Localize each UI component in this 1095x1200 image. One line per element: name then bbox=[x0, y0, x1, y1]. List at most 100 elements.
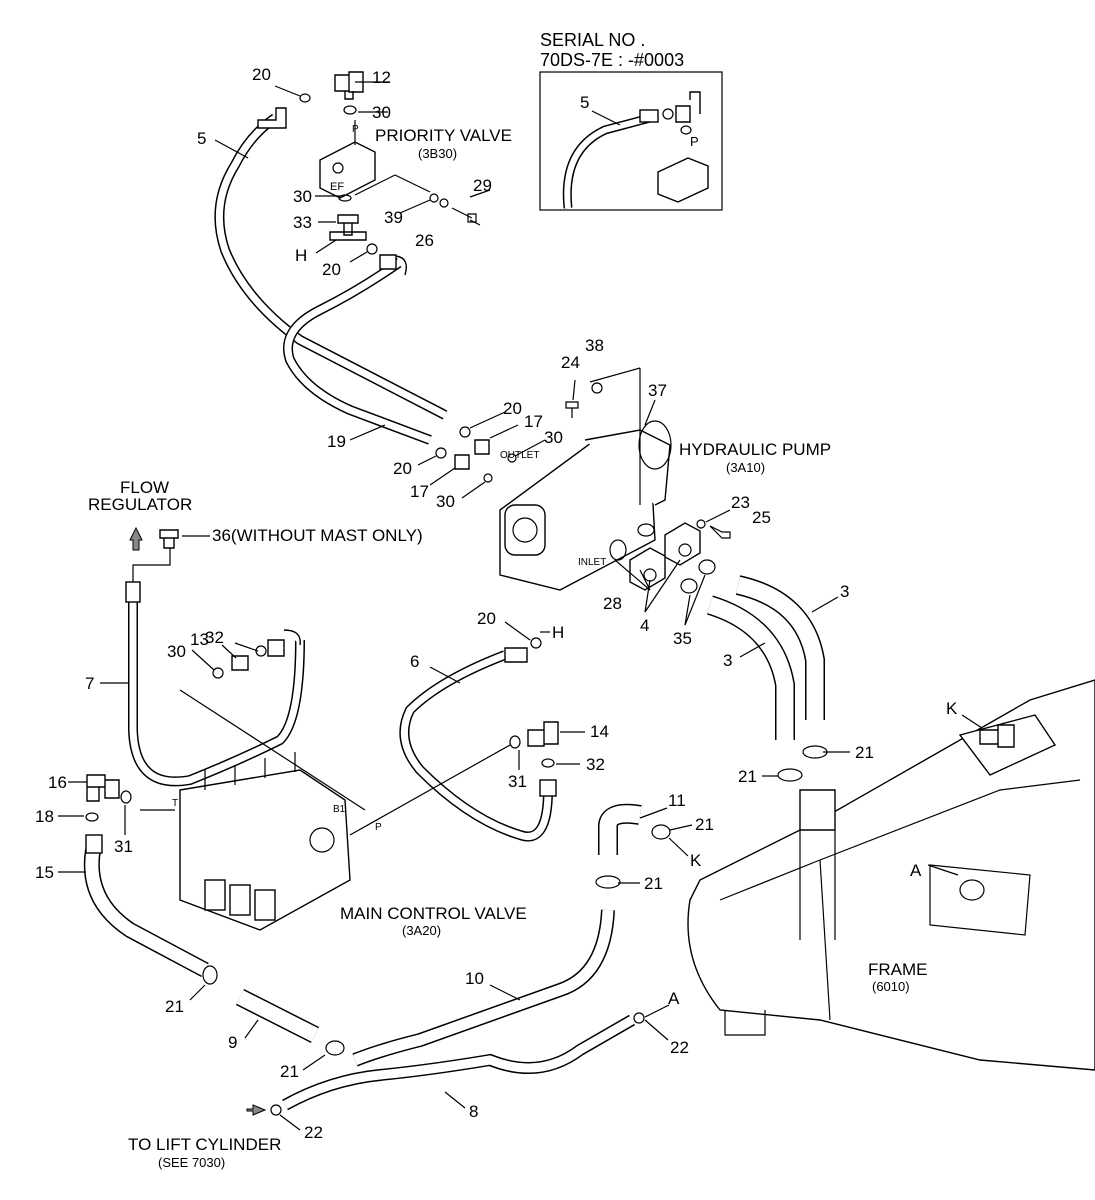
mcv-fittings bbox=[85, 629, 559, 854]
leader-h bbox=[315, 239, 337, 254]
label-22b: 22 bbox=[304, 1123, 323, 1142]
label-24: 24 bbox=[561, 353, 580, 372]
caption-port-p-top: P bbox=[352, 124, 359, 135]
leader-29 bbox=[469, 189, 491, 198]
oring-20-c bbox=[459, 426, 471, 438]
caption-priority-valve-ref: (3B30) bbox=[418, 146, 457, 161]
elbow-12 bbox=[334, 71, 364, 100]
leader-4a bbox=[644, 579, 651, 613]
leader-21e bbox=[189, 984, 206, 1001]
hose-7 bbox=[129, 590, 304, 785]
leader-20d bbox=[417, 455, 437, 466]
inset-title-line1: SERIAL NO . bbox=[540, 30, 645, 50]
caption-to-lift-cylinder-ref: (SEE 7030) bbox=[158, 1155, 225, 1170]
label-21e: 21 bbox=[165, 997, 184, 1016]
caption-port-p-mcv: P bbox=[375, 822, 382, 833]
hose-6 bbox=[400, 651, 552, 840]
label-7: 7 bbox=[85, 674, 94, 693]
hose-6-fitting bbox=[539, 779, 557, 797]
label-8: 8 bbox=[469, 1102, 478, 1121]
bolt-25 bbox=[709, 525, 731, 539]
label-37: 37 bbox=[648, 381, 667, 400]
clamp-21-e bbox=[777, 768, 803, 782]
hose-7-outline bbox=[128, 590, 305, 787]
frame-ridge bbox=[719, 779, 1081, 901]
hose-5 bbox=[215, 115, 447, 419]
leader-10 bbox=[489, 984, 521, 1001]
pipe-15 bbox=[85, 848, 209, 976]
label-32b: 32 bbox=[586, 755, 605, 774]
label-11: 11 bbox=[668, 791, 686, 810]
label-16: 16 bbox=[48, 773, 67, 792]
label-21a: 21 bbox=[855, 743, 874, 762]
label-20c: 20 bbox=[503, 399, 522, 418]
label-30a: 30 bbox=[372, 103, 391, 122]
leader-37 bbox=[644, 399, 656, 426]
inset-hose-fitting bbox=[639, 109, 659, 123]
leader-9 bbox=[244, 1019, 259, 1039]
pipe-9 bbox=[236, 990, 319, 1042]
to-lift-cylinder-arrow-icon bbox=[246, 1104, 267, 1116]
leader-26 bbox=[469, 219, 481, 226]
frame-bracket-pipes bbox=[799, 830, 836, 940]
label-30b: 30 bbox=[293, 187, 312, 206]
leader-a1 bbox=[927, 864, 959, 876]
hose-19 bbox=[284, 259, 432, 444]
label-15: 15 bbox=[35, 863, 54, 882]
leader-3a bbox=[811, 596, 839, 613]
bolt-24 bbox=[565, 401, 579, 418]
inset-leader-5 bbox=[591, 110, 621, 126]
leader-11 bbox=[639, 807, 668, 819]
adapter-13 bbox=[231, 655, 249, 671]
pump-leader-38 bbox=[589, 367, 641, 383]
hose-3b bbox=[707, 596, 794, 740]
caption-priority-valve: PRIORITY VALVE bbox=[375, 126, 512, 145]
captions: PRIORITY VALVE (3B30) HYDRAULIC PUMP (3A… bbox=[88, 124, 928, 1170]
leader-35b bbox=[684, 574, 706, 626]
label-26: 26 bbox=[415, 231, 434, 250]
washer-23 bbox=[696, 519, 706, 529]
leader-4b bbox=[644, 559, 681, 613]
leader-35a bbox=[684, 594, 691, 626]
caption-outlet: OUTLET bbox=[500, 450, 539, 461]
caption-hydraulic-pump: HYDRAULIC PUMP bbox=[679, 440, 831, 459]
leader-30d bbox=[461, 481, 486, 499]
label-18: 18 bbox=[35, 807, 54, 826]
inset-hose bbox=[564, 115, 651, 209]
leader-28a bbox=[639, 569, 651, 591]
flow-regulator-line bbox=[132, 548, 171, 585]
hose-11 bbox=[599, 805, 642, 855]
label-k-b: K bbox=[690, 851, 702, 870]
priority-valve-group bbox=[257, 71, 477, 276]
elbow-16 bbox=[86, 774, 120, 802]
flow-regulator-group bbox=[125, 526, 179, 603]
caption-to-lift-cylinder: TO LIFT CYLINDER bbox=[128, 1135, 281, 1154]
mcv-spool-2 bbox=[229, 884, 251, 916]
leader-22b bbox=[279, 1114, 301, 1131]
inset-label-5: 5 bbox=[580, 93, 589, 112]
label-22a: 22 bbox=[670, 1038, 689, 1057]
leader-30c bbox=[514, 439, 546, 457]
leader-30e bbox=[191, 649, 215, 671]
oring-18 bbox=[85, 812, 99, 822]
caption-port-t: T bbox=[172, 798, 178, 809]
pipe-15-fitting bbox=[85, 834, 103, 854]
oring-20-e bbox=[530, 637, 542, 649]
caption-inlet: INLET bbox=[578, 557, 606, 568]
caption-frame: FRAME bbox=[868, 960, 928, 979]
pipe-8 bbox=[282, 1016, 635, 1109]
caption-main-control-valve: MAIN CONTROL VALVE bbox=[340, 904, 527, 923]
mcv-levers bbox=[204, 752, 296, 790]
oring-30-top bbox=[343, 105, 357, 115]
label-29: 29 bbox=[473, 176, 492, 195]
label-20b: 20 bbox=[322, 260, 341, 279]
clamp-21-c bbox=[651, 824, 671, 840]
bolt-26 bbox=[451, 207, 477, 223]
leader-20e bbox=[504, 621, 531, 641]
clamps bbox=[202, 745, 828, 1116]
oring-39 bbox=[429, 193, 439, 203]
inset-port-p: P bbox=[690, 134, 699, 149]
leader-21c bbox=[669, 824, 693, 831]
leader-32a bbox=[234, 642, 259, 652]
leader-21f bbox=[302, 1054, 326, 1071]
